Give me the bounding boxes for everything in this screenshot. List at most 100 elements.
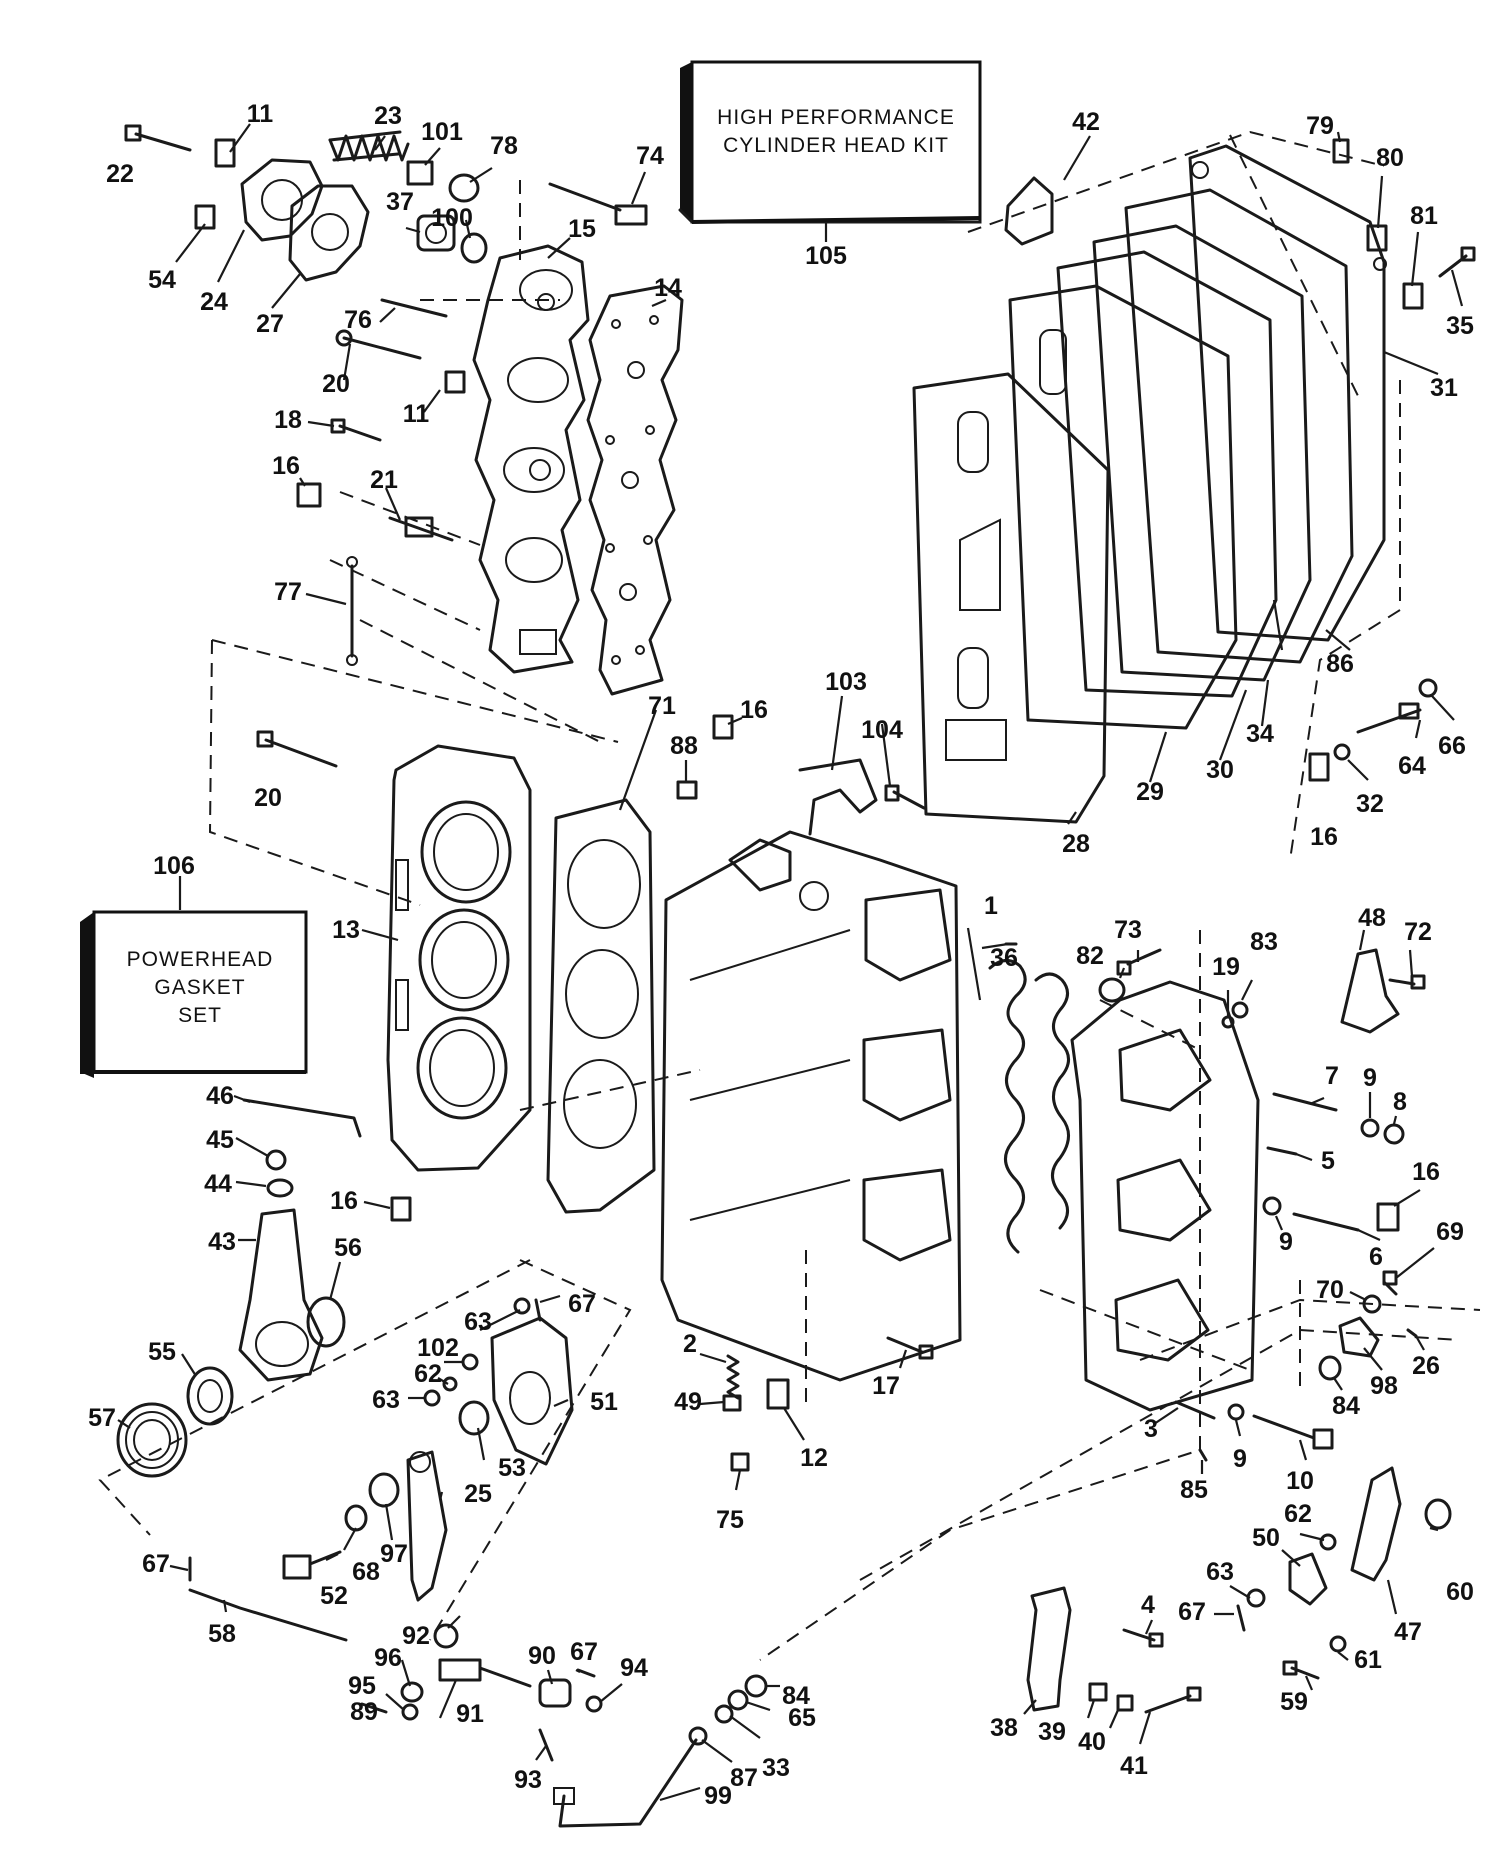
pin-76 [380,298,448,318]
center-hardware [676,138,1476,1472]
callout-65: 65 [788,1704,816,1732]
nut-66 [1418,678,1438,698]
callout-62a: 62 [414,1360,442,1388]
callout-84b: 84 [1332,1392,1360,1420]
callout-34: 34 [1246,720,1274,748]
spring-23 [328,130,410,162]
callout-1: 1 [984,892,998,920]
assembly-guide-lines [98,130,1481,1661]
stud-2 [726,1354,740,1400]
link-rod-58 [188,1588,348,1642]
callout-102: 102 [417,1334,459,1362]
washer-63-right [1246,1588,1266,1608]
pin-89 [360,1702,388,1714]
callout-44: 44 [204,1170,232,1198]
head-small-hardware [124,124,648,768]
throttle-linkage-parts [116,1098,768,1828]
part-44 [266,1178,294,1198]
powerhead-gasket-set-box: POWERHEAD GASKET SET [80,910,308,1078]
callout-25: 25 [464,1480,492,1508]
callout-56: 56 [334,1234,362,1262]
callout-67d: 67 [1178,1598,1206,1626]
bushing-97 [368,1472,400,1508]
callout-71: 71 [648,692,676,720]
callout-52: 52 [320,1582,348,1610]
washer-95 [401,1703,419,1721]
callout-84a: 84 [782,1682,810,1710]
callout-6: 6 [1369,1243,1383,1271]
callout-16b: 16 [740,696,768,724]
callout-106: 106 [153,852,195,880]
callout-9a: 9 [1363,1064,1377,1092]
lever-47 [1350,1466,1402,1582]
washer-62-right [1319,1533,1337,1551]
callout-9c: 9 [1233,1445,1247,1473]
cam-98 [1338,1316,1380,1358]
clip-54 [194,204,216,230]
callout-3: 3 [1144,1415,1158,1443]
thermostat-cover-and-gasket [240,158,370,282]
callout-35: 35 [1446,312,1474,340]
screw-20-upper [335,329,422,360]
callout-37: 37 [386,188,414,216]
cylinder-block-gasket [546,798,656,1214]
callout-89: 89 [350,1698,378,1726]
roller-60 [1424,1498,1452,1530]
pin-85 [1198,1448,1208,1462]
callout-12: 12 [800,1444,828,1472]
clip-11-lower [444,370,466,394]
callout-5: 5 [1321,1147,1335,1175]
callout-63b: 63 [372,1386,400,1414]
callout-67a: 67 [568,1290,596,1318]
pin-26 [1406,1328,1418,1338]
cylinder-head-gasket [586,284,684,696]
clip-11-top [214,138,236,168]
screw-72 [1388,974,1426,990]
washer-32 [1333,743,1351,761]
callout-46: 46 [206,1082,234,1110]
sensor-74 [548,182,648,226]
callout-66: 66 [1438,732,1466,760]
crankcase-cover [1070,980,1260,1412]
link-91 [438,1658,532,1688]
screw-5 [1266,1146,1298,1156]
callout-39: 39 [1038,1718,1066,1746]
clip-16-center [712,714,734,740]
grommet-78 [448,173,480,203]
callout-97: 97 [380,1540,408,1568]
high-performance-kit-line2: CYLINDER HEAD KIT [723,134,949,157]
crankcase-sealer-bead [988,959,1070,1254]
washer-63-left [423,1389,441,1407]
callout-54: 54 [148,266,176,294]
callout-40: 40 [1078,1728,1106,1756]
callout-31: 31 [1430,374,1458,402]
callout-55: 55 [148,1338,176,1366]
callout-75: 75 [716,1506,744,1534]
callout-16a: 16 [272,452,300,480]
nut-84-bottom [744,1674,768,1698]
high-performance-kit-line1: HIGH PERFORMANCE [717,106,955,129]
callout-67c: 67 [570,1638,598,1666]
callout-4: 4 [1141,1591,1155,1619]
callout-41: 41 [1120,1752,1148,1780]
callout-98: 98 [1370,1372,1398,1400]
washer-61 [1329,1635,1347,1653]
powerhead-gasket-line2: GASKET [154,976,245,999]
screw-22 [124,124,192,152]
callout-101: 101 [421,118,463,146]
callout-90: 90 [528,1642,556,1670]
callout-8: 8 [1393,1088,1407,1116]
callout-83: 83 [1250,928,1278,956]
callout-9b: 9 [1279,1228,1293,1256]
clip-79 [1332,138,1350,164]
nut-40 [1116,1694,1134,1712]
powerhead-gasket-line1: POWERHEAD [127,948,274,971]
callout-63a: 63 [464,1308,492,1336]
nut-8 [1383,1123,1405,1145]
screw-73 [1116,948,1162,976]
clip-12 [766,1378,790,1410]
callout-74: 74 [636,142,664,170]
callout-93: 93 [514,1766,542,1794]
arm-48 [1340,948,1400,1034]
